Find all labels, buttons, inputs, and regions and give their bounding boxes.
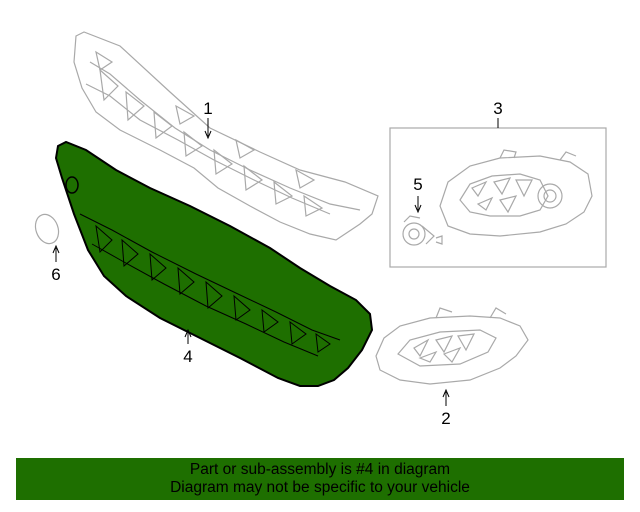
caption-line-1: Part or sub-assembly is #4 in diagram xyxy=(189,461,451,478)
callout-5: 5 xyxy=(413,175,422,194)
part-caption-banner: Part or sub-assembly is #4 in diagram Di… xyxy=(16,458,624,500)
leader-lines xyxy=(52,118,499,406)
part-6-cap xyxy=(34,213,60,245)
part-5-bulb-socket xyxy=(402,215,443,246)
part-3-fog-lamp-box xyxy=(389,127,607,268)
part-2-lamp-bezel xyxy=(375,307,529,385)
callout-3: 3 xyxy=(493,99,502,118)
part-1-upper-grille xyxy=(73,31,379,241)
caption-line-2: Diagram may not be specific to your vehi… xyxy=(170,479,470,496)
parts-diagram: 1 2 3 4 5 6 xyxy=(34,31,607,428)
callout-6: 6 xyxy=(51,265,60,284)
part-4-lower-grille-highlighted xyxy=(54,140,374,387)
callout-1: 1 xyxy=(203,99,212,118)
callout-4: 4 xyxy=(183,347,192,366)
callout-2: 2 xyxy=(441,409,450,428)
